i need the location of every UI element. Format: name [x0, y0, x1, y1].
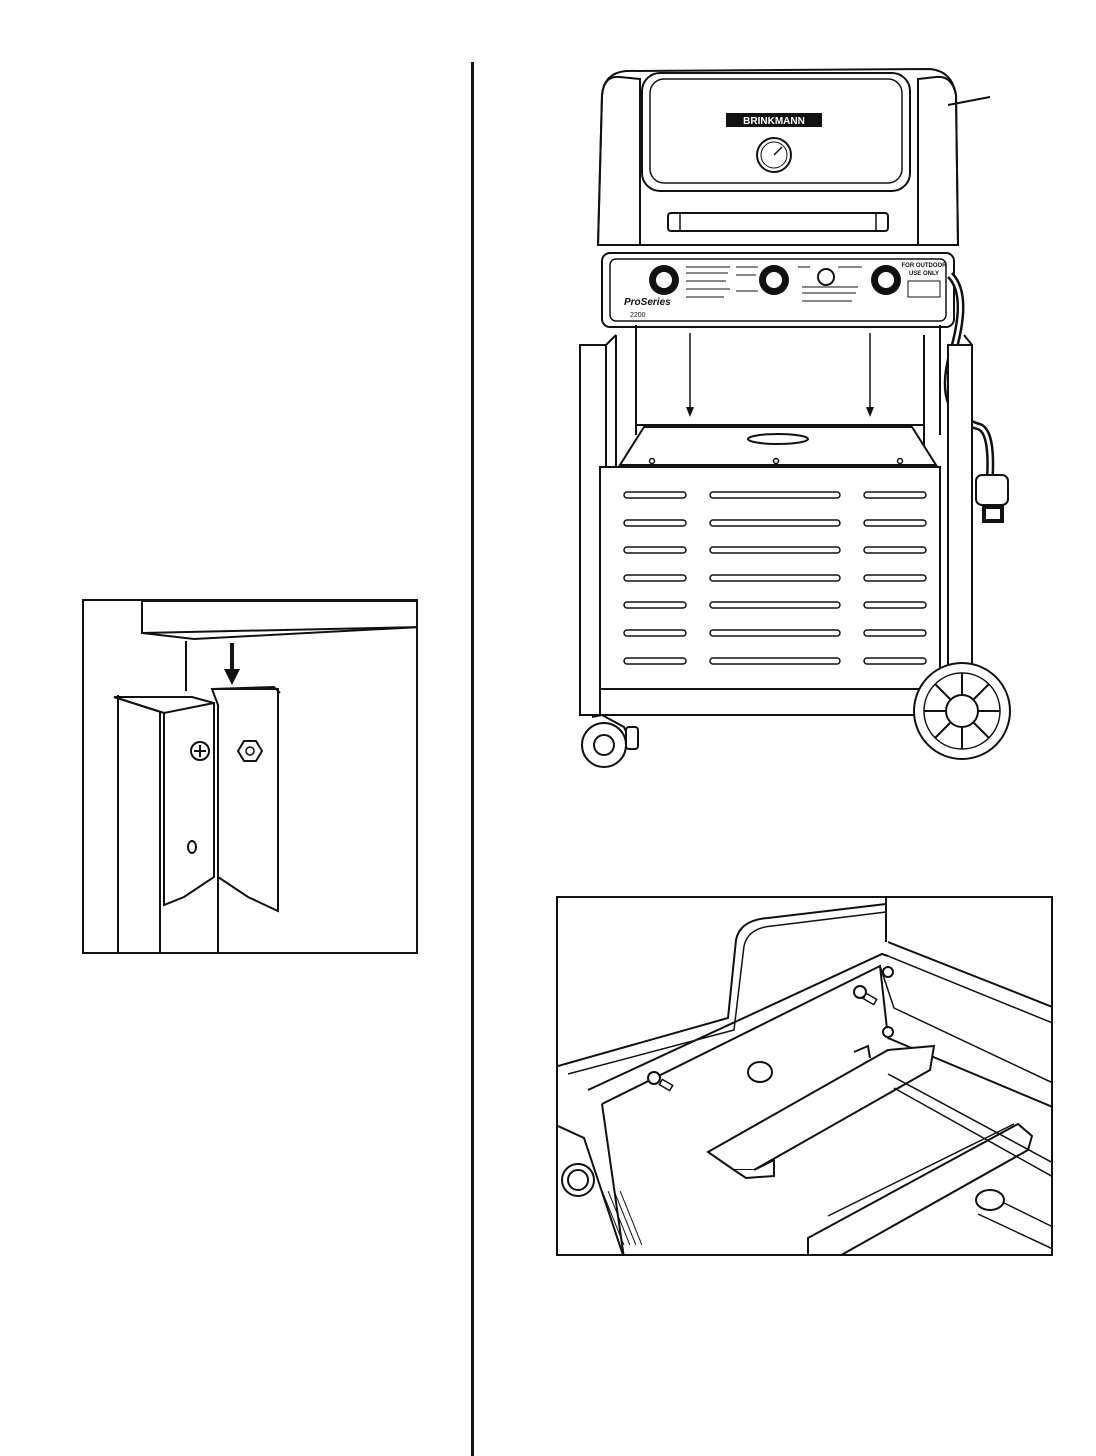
leg-bracket-drawing [84, 601, 418, 954]
igniter-button [818, 269, 834, 285]
nut-icon [238, 741, 262, 761]
outdoor-warning-line1: FOR OUTDOOR [902, 263, 948, 269]
frame-panel [142, 601, 418, 639]
burner-knob [562, 1164, 594, 1196]
cart-front-panel [600, 467, 940, 715]
firebox-interior-figure [556, 896, 1053, 1256]
bracket-left-flap [114, 697, 214, 905]
column-divider [471, 62, 474, 1456]
thermometer-gauge [757, 138, 791, 172]
grill-assembly-figure: BRINKMANN [540, 55, 1060, 775]
cart-leg-right [948, 345, 972, 675]
bolt-icon [191, 742, 209, 760]
down-arrow-icon [686, 333, 694, 417]
burner-tube-lower [808, 1124, 1032, 1256]
bracket-hole [188, 841, 196, 853]
floor-drain-hole [976, 1190, 1004, 1210]
grill-lid: BRINKMANN [598, 69, 958, 245]
down-arrow-icon [224, 643, 240, 685]
brand-name: BRINKMANN [743, 116, 805, 127]
caster-wheel [582, 715, 638, 767]
bracket-right-flap [212, 689, 278, 911]
large-wheel [914, 663, 1010, 759]
down-arrow-icon [866, 333, 874, 417]
series-name: ProSeries [624, 297, 671, 308]
outdoor-warning-line2: USE ONLY [909, 271, 939, 277]
burner-tube-upper [708, 1046, 934, 1178]
model-number: 2200 [630, 312, 646, 319]
grill-drawing: BRINKMANN [540, 55, 1060, 775]
control-panel: ProSeries 2200 FOR OUTDOOR USE ONLY [602, 253, 954, 327]
gas-regulator [976, 475, 1008, 523]
burner-port-hole [748, 1062, 772, 1082]
firebox-drawing [558, 898, 1053, 1256]
lid-handle [668, 213, 888, 231]
leg-bracket-figure [82, 599, 418, 954]
